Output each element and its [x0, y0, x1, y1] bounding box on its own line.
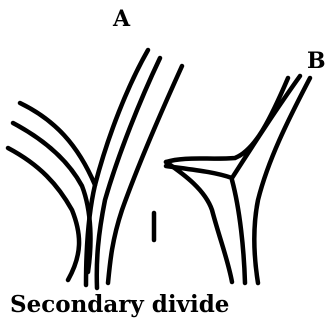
- drainage-b-line-5: [254, 78, 310, 283]
- drainage-a: [8, 50, 182, 288]
- drainage-b: [166, 76, 310, 283]
- drainage-a-line-6: [108, 66, 182, 283]
- drainage-b-line-4: [232, 180, 245, 283]
- label-a: A: [113, 8, 130, 30]
- label-b: B: [307, 50, 326, 72]
- diagram-caption: Secondary divide: [10, 293, 229, 316]
- drainage-a-line-3: [20, 103, 95, 185]
- drainage-b-line-2: [166, 162, 232, 282]
